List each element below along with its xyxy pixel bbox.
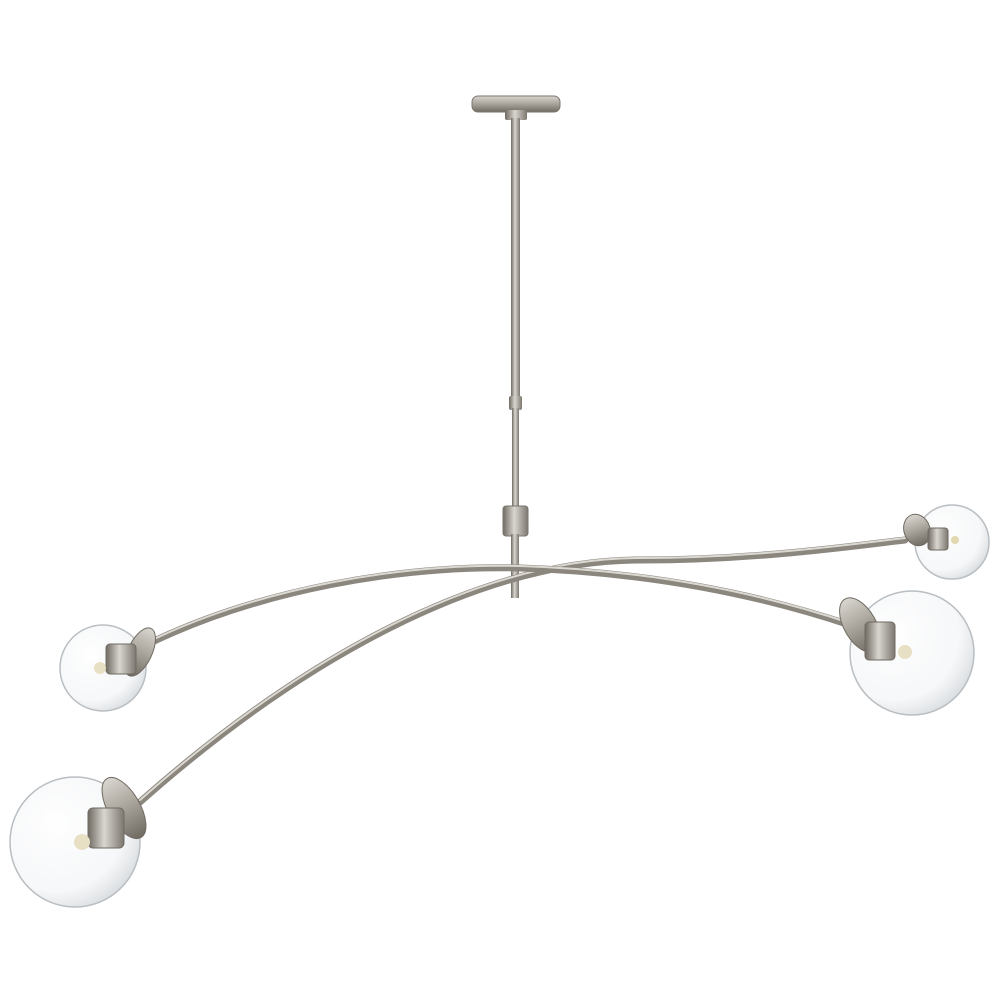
globe-top-right	[903, 504, 990, 580]
globe-bottom-left	[9, 776, 147, 908]
globe-mid-left	[59, 624, 156, 712]
globe-mid-right	[839, 590, 975, 716]
arm-short	[146, 564, 854, 647]
arm-long	[136, 536, 909, 806]
ceiling-canopy	[471, 95, 561, 120]
downrod	[502, 118, 529, 598]
